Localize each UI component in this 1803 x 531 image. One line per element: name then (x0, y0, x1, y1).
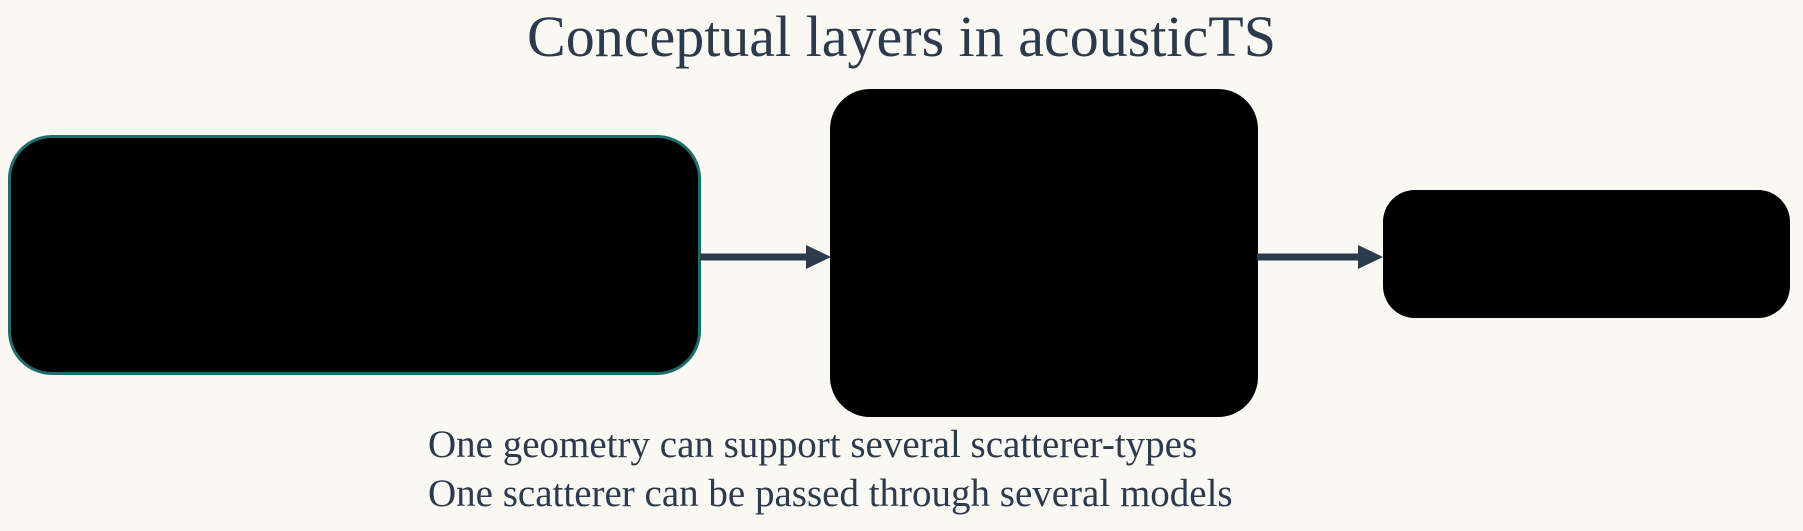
layer-box-3 (1383, 190, 1790, 318)
right-arrow-icon (1257, 245, 1383, 269)
caption-line-1: One geometry can support several scatter… (428, 423, 1198, 466)
caption-line-2: One scatterer can be passed through seve… (428, 472, 1233, 515)
caption-block: One geometry can support several scatter… (428, 420, 1233, 518)
right-arrow-icon (700, 245, 831, 269)
layer-box-2 (830, 89, 1258, 417)
diagram-title: Conceptual layers in acousticTS (527, 4, 1276, 69)
layer-box-1 (8, 135, 701, 375)
